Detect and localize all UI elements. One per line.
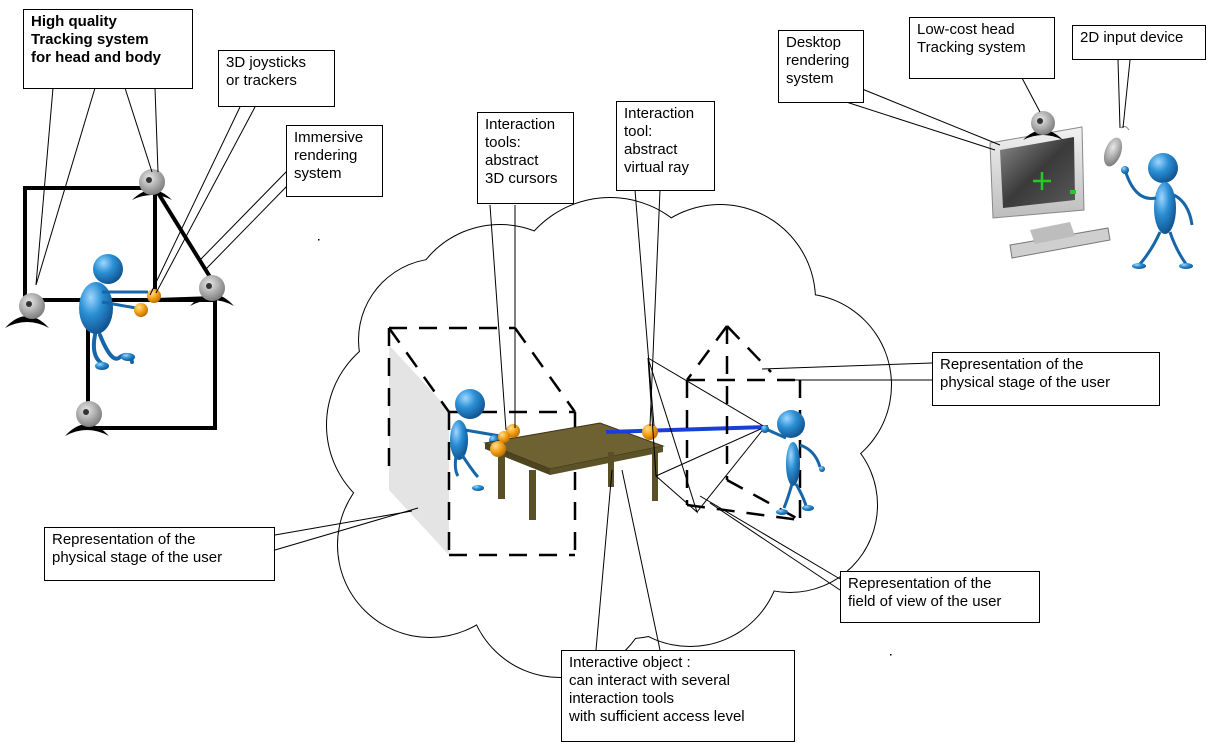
label-line: can interact with several	[569, 672, 730, 689]
cave-cursor-orb-2	[134, 303, 148, 317]
label-line: with sufficient access level	[569, 708, 745, 725]
label-line: 3D cursors	[485, 170, 558, 187]
speck	[890, 654, 892, 656]
label-physical-stage-right: Representation of the physical stage of …	[932, 352, 1160, 406]
cursor-orb	[506, 424, 520, 438]
virtual-ray	[605, 425, 769, 434]
label-line: system	[294, 165, 342, 182]
virtual-user-avatar-left	[450, 389, 501, 491]
label-joysticks: 3D joysticks or trackers	[218, 50, 335, 107]
label-field-of-view: Representation of the field of view of t…	[840, 571, 1040, 623]
hand-blue-right	[761, 425, 769, 433]
label-line: 2D input device	[1080, 29, 1184, 46]
cursor-orb	[498, 431, 510, 443]
mouse-icon	[1103, 125, 1130, 167]
field-of-view-frustum	[647, 357, 766, 514]
label-line: High quality	[31, 13, 117, 30]
label-interaction-tools-cursors: Interaction tools: abstract 3D cursors	[477, 112, 574, 204]
desktop-monitor	[989, 126, 1111, 259]
virtual-user-avatar-right	[767, 410, 825, 515]
label-physical-stage-left: Representation of the physical stage of …	[44, 527, 275, 581]
label-interactive-object: Interactive object : can interact with s…	[561, 650, 795, 742]
label-line: field of view of the user	[848, 593, 1002, 610]
cave-frame	[23, 186, 217, 430]
label-line: tools:	[485, 134, 521, 151]
label-line: physical stage of the user	[940, 374, 1111, 391]
label-desktop-rendering: Desktop rendering system	[778, 30, 864, 103]
label-line: Representation of the	[848, 575, 992, 592]
label-line: virtual ray	[624, 159, 690, 176]
label-line: or trackers	[226, 72, 297, 89]
label-line: physical stage of the user	[52, 549, 223, 566]
label-line: 3D joysticks	[226, 54, 307, 71]
label-tracking-system: High quality Tracking system for head an…	[23, 9, 193, 89]
label-line: Interaction	[624, 105, 695, 122]
label-line: Tracking system	[917, 39, 1026, 56]
label-interaction-tool-ray: Interaction tool: abstract virtual ray	[616, 101, 715, 191]
label-line: Immersive	[294, 129, 364, 146]
label-line: Tracking system	[31, 31, 149, 48]
label-line: Representation of the	[52, 531, 196, 548]
ray-orb	[642, 424, 658, 440]
desktop-user-avatar	[1121, 153, 1194, 269]
tracking-camera-icon	[65, 401, 109, 436]
label-line: interaction tools	[569, 690, 675, 707]
label-line: system	[786, 70, 834, 87]
label-line: for head and body	[31, 49, 162, 66]
label-line: Interaction	[485, 116, 556, 133]
cursor-orb	[490, 441, 506, 457]
stage-panel-left	[389, 345, 449, 555]
webcam-icon	[1023, 111, 1063, 140]
label-line: abstract	[624, 141, 678, 158]
label-line: abstract	[485, 152, 539, 169]
tracking-camera-icon	[5, 293, 49, 328]
cave-cursor-orb-1	[147, 289, 161, 303]
cave-user-avatar	[79, 254, 148, 370]
callout-lines	[35, 59, 1131, 651]
label-line: rendering	[786, 52, 850, 69]
label-line: Interactive object :	[569, 654, 691, 671]
label-line: rendering	[294, 147, 358, 164]
label-immersive-rendering: Immersive rendering system	[286, 125, 383, 197]
speck	[318, 239, 320, 241]
stage-box-left	[387, 326, 577, 557]
label-line: Representation of the	[940, 356, 1084, 373]
label-line: tool:	[624, 123, 653, 140]
label-line: Low-cost head	[917, 21, 1015, 38]
label-2d-input-device: 2D input device	[1072, 25, 1206, 60]
tracking-camera-icon	[190, 275, 234, 306]
label-lowcost-tracking: Low-cost head Tracking system	[909, 17, 1055, 79]
label-line: Desktop	[786, 34, 842, 51]
tracking-camera-icon	[132, 169, 172, 200]
